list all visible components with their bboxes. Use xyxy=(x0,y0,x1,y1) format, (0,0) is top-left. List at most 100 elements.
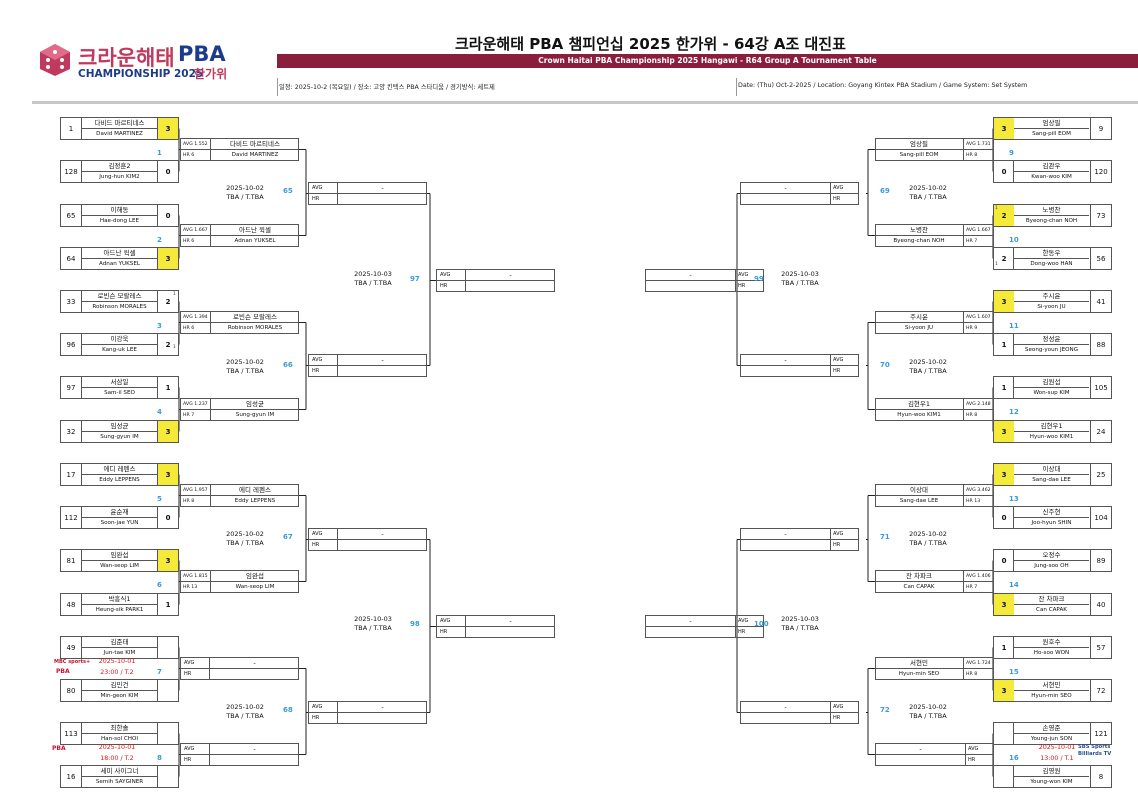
seed-number: 17 xyxy=(61,464,82,485)
winner-high-run: HR 8 xyxy=(966,413,978,418)
set-score: 0 xyxy=(1001,556,1007,565)
hr-label: HR xyxy=(184,671,192,677)
avg-label: AVG xyxy=(309,183,337,194)
winner-high-run: HR 6 xyxy=(183,153,195,158)
schedule-info-english: Date: (Thu) Oct-2-2025 / Location: Goyan… xyxy=(738,82,1028,89)
seed-number: 56 xyxy=(1090,248,1111,269)
set-score: 0 xyxy=(165,513,171,522)
winner-name-empty xyxy=(209,755,299,765)
hr-label: HR xyxy=(312,715,320,721)
player-name-english: Ho-soo WON xyxy=(1013,648,1089,658)
match-number: 8 xyxy=(157,753,162,762)
winner-name-korean: 엄상필 xyxy=(875,139,964,150)
player-name-english: Sang-dae LEE xyxy=(1013,475,1089,485)
set-score: 2 xyxy=(165,340,171,349)
schedule-table: TBA / T.TBA xyxy=(226,712,264,720)
player-name-english: Hae-dong LEE xyxy=(82,216,158,226)
winner-name-empty xyxy=(876,755,966,765)
winner-name-placeholder: - xyxy=(741,355,831,366)
winner-name-placeholder: - xyxy=(465,616,555,627)
pba-broadcast-logo: PBA xyxy=(52,745,66,752)
hr-label: HR xyxy=(833,542,841,548)
avg-label: AVG xyxy=(309,702,337,713)
seed-number: 80 xyxy=(61,680,82,701)
seed-number: 41 xyxy=(1090,291,1111,312)
player-name-english: Si-yoon JU xyxy=(1013,302,1089,312)
tie-break-marker: 1 xyxy=(173,345,176,350)
player-name-english: Soon-jae YUN xyxy=(82,518,158,528)
player-name-english: Sang-pill EOM xyxy=(1013,129,1089,139)
avg-label: AVG xyxy=(309,355,337,366)
hr-label: HR xyxy=(738,283,746,289)
winner-average: AVG 1.731 xyxy=(964,139,993,150)
winner-name-korean: 김현우1 xyxy=(875,399,964,410)
seed-number: 128 xyxy=(61,161,82,182)
winner-average: AVG 1.607 xyxy=(964,312,993,323)
winner-name-empty xyxy=(465,627,555,637)
hr-label: HR xyxy=(833,196,841,202)
winner-high-run: HR 6 xyxy=(183,239,195,244)
